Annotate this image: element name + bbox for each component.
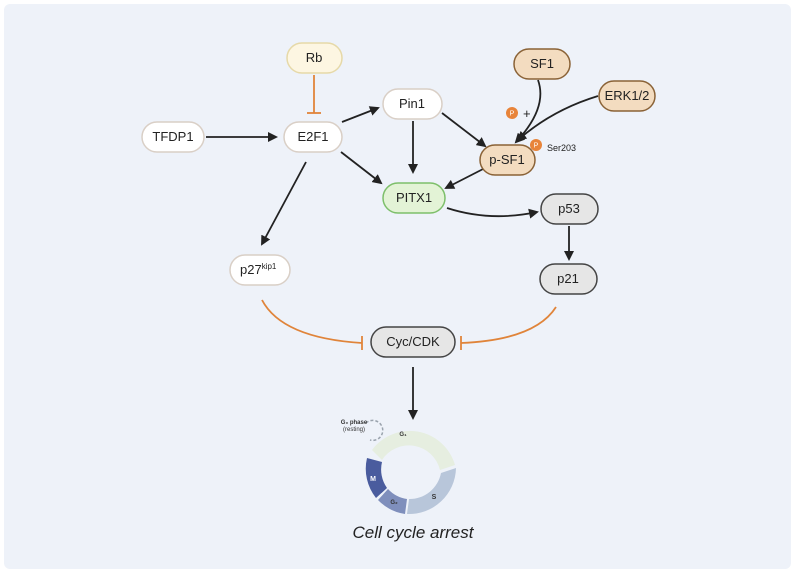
node-p27-superscript: kip1 xyxy=(262,262,277,271)
node-p21[interactable]: p21 xyxy=(539,263,598,295)
segment-g2 xyxy=(378,489,407,514)
node-sf1[interactable]: SF1 xyxy=(513,48,571,80)
diagram-caption: Cell cycle arrest xyxy=(353,523,475,542)
phospho-badge-plus: P + xyxy=(506,106,531,121)
node-e2f1-label: E2F1 xyxy=(297,129,328,144)
node-cyccdk[interactable]: Cyc/CDK xyxy=(370,326,456,358)
node-pin1[interactable]: Pin1 xyxy=(382,88,443,120)
node-psf1[interactable]: p-SF1 xyxy=(479,144,536,176)
segment-s xyxy=(407,468,456,515)
arrow-psf1-to-pitx1 xyxy=(444,166,488,189)
g0-label: G₀ phase xyxy=(341,420,368,426)
node-p27-label: p27kip1 xyxy=(240,262,277,277)
node-erk[interactable]: ERK1/2 xyxy=(598,80,656,112)
node-p27[interactable]: p27kip1 xyxy=(229,254,291,286)
s-label: S xyxy=(432,494,437,501)
m-label: M xyxy=(370,476,376,483)
node-rb[interactable]: Rb xyxy=(286,42,343,74)
node-erk-label: ERK1/2 xyxy=(605,88,650,103)
g2-label: G₂ xyxy=(390,500,398,506)
inhibit-p27-to-cyccdk xyxy=(261,299,363,344)
node-p27-base: p27 xyxy=(240,262,262,277)
node-rb-label: Rb xyxy=(306,50,323,65)
node-p53[interactable]: p53 xyxy=(540,193,599,225)
g0-sublabel: (resting) xyxy=(343,427,365,433)
arrow-pin1-to-psf1 xyxy=(441,112,487,148)
node-tfdp1[interactable]: TFDP1 xyxy=(141,121,205,153)
inhibit-p21-to-cyccdk xyxy=(460,306,557,344)
node-psf1-label: p-SF1 xyxy=(489,152,524,167)
node-pitx1[interactable]: PITX1 xyxy=(382,182,446,214)
node-p53-label: p53 xyxy=(558,201,580,216)
node-pitx1-label: PITX1 xyxy=(396,190,432,205)
node-cyccdk-label: Cyc/CDK xyxy=(386,334,440,349)
arrow-e2f1-to-p27 xyxy=(261,161,307,246)
arrow-e2f1-to-pitx1 xyxy=(340,151,383,185)
ser203-label: Ser203 xyxy=(547,143,576,153)
arrow-erk-to-psf1 xyxy=(516,95,599,142)
plus-sign: + xyxy=(523,106,531,121)
phospho-badge-ser203-label: P xyxy=(534,143,539,150)
activation-arrows xyxy=(206,79,599,420)
arrow-pitx1-to-p53 xyxy=(446,207,539,219)
arrow-e2f1-to-pin1 xyxy=(341,106,380,123)
g0-loop xyxy=(365,419,384,442)
node-e2f1[interactable]: E2F1 xyxy=(283,121,343,153)
g1-label: G₁ xyxy=(399,432,407,438)
node-pin1-label: Pin1 xyxy=(399,96,425,111)
node-sf1-label: SF1 xyxy=(530,56,554,71)
segment-g1 xyxy=(372,430,455,470)
phospho-badge-plus-label: P xyxy=(510,111,515,118)
segment-m xyxy=(365,458,387,498)
cell-cycle-wheel: G₀ phase (resting) G₁ S G₂ M xyxy=(341,419,456,515)
phospho-badge-ser203: P Ser203 xyxy=(530,139,576,153)
inhibition-edges xyxy=(261,75,557,350)
node-tfdp1-label: TFDP1 xyxy=(152,129,193,144)
node-p21-label: p21 xyxy=(557,271,579,286)
